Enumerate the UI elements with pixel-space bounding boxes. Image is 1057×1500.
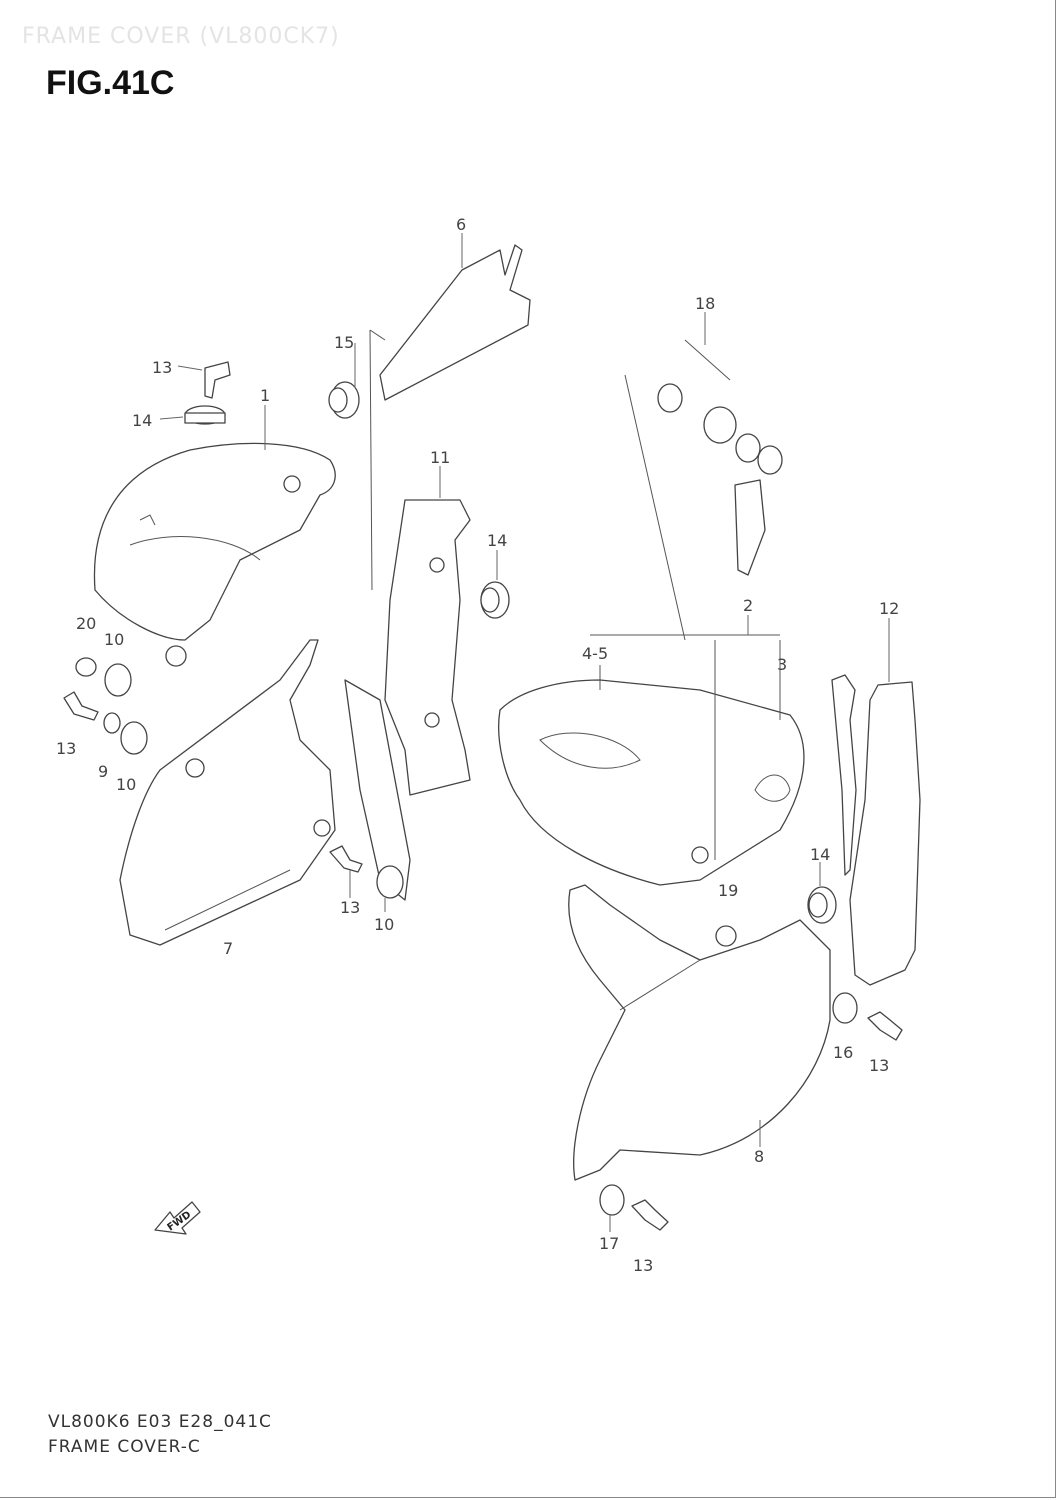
- diagram-name: FRAME COVER-C: [48, 1437, 201, 1457]
- callout-7: 7: [223, 939, 233, 958]
- callout-11: 11: [430, 448, 450, 467]
- part-16-spacer: [832, 992, 858, 1024]
- part-12-vertical-cover: [831, 674, 921, 986]
- callout-1: 1: [260, 386, 270, 405]
- part-15-grommet: [328, 381, 360, 419]
- part-2-right-cover: [498, 634, 805, 886]
- part-13-bolt-right: [867, 1011, 903, 1041]
- callout-10: 10: [116, 775, 136, 794]
- part-9-washer: [103, 712, 121, 734]
- part-7-lower-left-cover: [119, 639, 411, 946]
- callout-20: 20: [76, 614, 96, 633]
- part-20-nut: [75, 657, 97, 677]
- callout-6: 6: [456, 215, 466, 234]
- callout-3: 3: [777, 655, 787, 674]
- callout-17: 17: [599, 1234, 619, 1253]
- part-14-grommet-right: [807, 886, 837, 924]
- part-13-bolt-center: [329, 845, 363, 873]
- callout-13: 13: [633, 1256, 653, 1275]
- part-18-lock-set: [624, 339, 783, 641]
- callout-10: 10: [374, 915, 394, 934]
- part-1-left-cover: [93, 442, 336, 667]
- callout-labels: 6 18 15 13 1 14 11 14 2 12 20 10 4-5 3 1…: [56, 215, 899, 1275]
- part-13-bolt-bottom: [631, 1199, 669, 1231]
- part-13-bolt-top: [204, 361, 231, 399]
- callout-16: 16: [833, 1043, 853, 1062]
- callout-10: 10: [104, 630, 124, 649]
- callout-15: 15: [334, 333, 354, 352]
- callout-13: 13: [340, 898, 360, 917]
- callout-4-5: 4-5: [582, 644, 608, 663]
- diagram-code: VL800K6 E03 E28_041C: [48, 1412, 272, 1432]
- callout-19: 19: [718, 881, 738, 900]
- part-10-grommet-a: [104, 663, 132, 697]
- part-17-spacer: [599, 1184, 625, 1216]
- part-14-grommet-mid: [480, 581, 510, 619]
- callout-2: 2: [743, 596, 753, 615]
- callout-14: 14: [487, 531, 507, 550]
- part-8-lower-right-cover: [568, 884, 831, 1181]
- figure-title: FIG.41C: [46, 64, 175, 102]
- callout-13: 13: [56, 739, 76, 758]
- faint-header-title: FRAME COVER (VL800CK7): [22, 24, 340, 49]
- callout-14: 14: [810, 845, 830, 864]
- part-13-bolt-left: [63, 691, 99, 721]
- callout-9: 9: [98, 762, 108, 781]
- callout-14: 14: [132, 411, 152, 430]
- callout-8: 8: [754, 1147, 764, 1166]
- callout-12: 12: [879, 599, 899, 618]
- callout-18: 18: [695, 294, 715, 313]
- callout-13: 13: [152, 358, 172, 377]
- part-10-grommet-b: [120, 721, 148, 755]
- part-10-grommet-c: [376, 865, 404, 899]
- part-14-grommet-top: [184, 405, 226, 425]
- callout-13: 13: [869, 1056, 889, 1075]
- leader-lines: [159, 233, 890, 1232]
- part-6-bracket: [369, 244, 531, 591]
- fwd-arrow-icon: FWD: [154, 1201, 201, 1235]
- part-11-bracket: [384, 499, 471, 796]
